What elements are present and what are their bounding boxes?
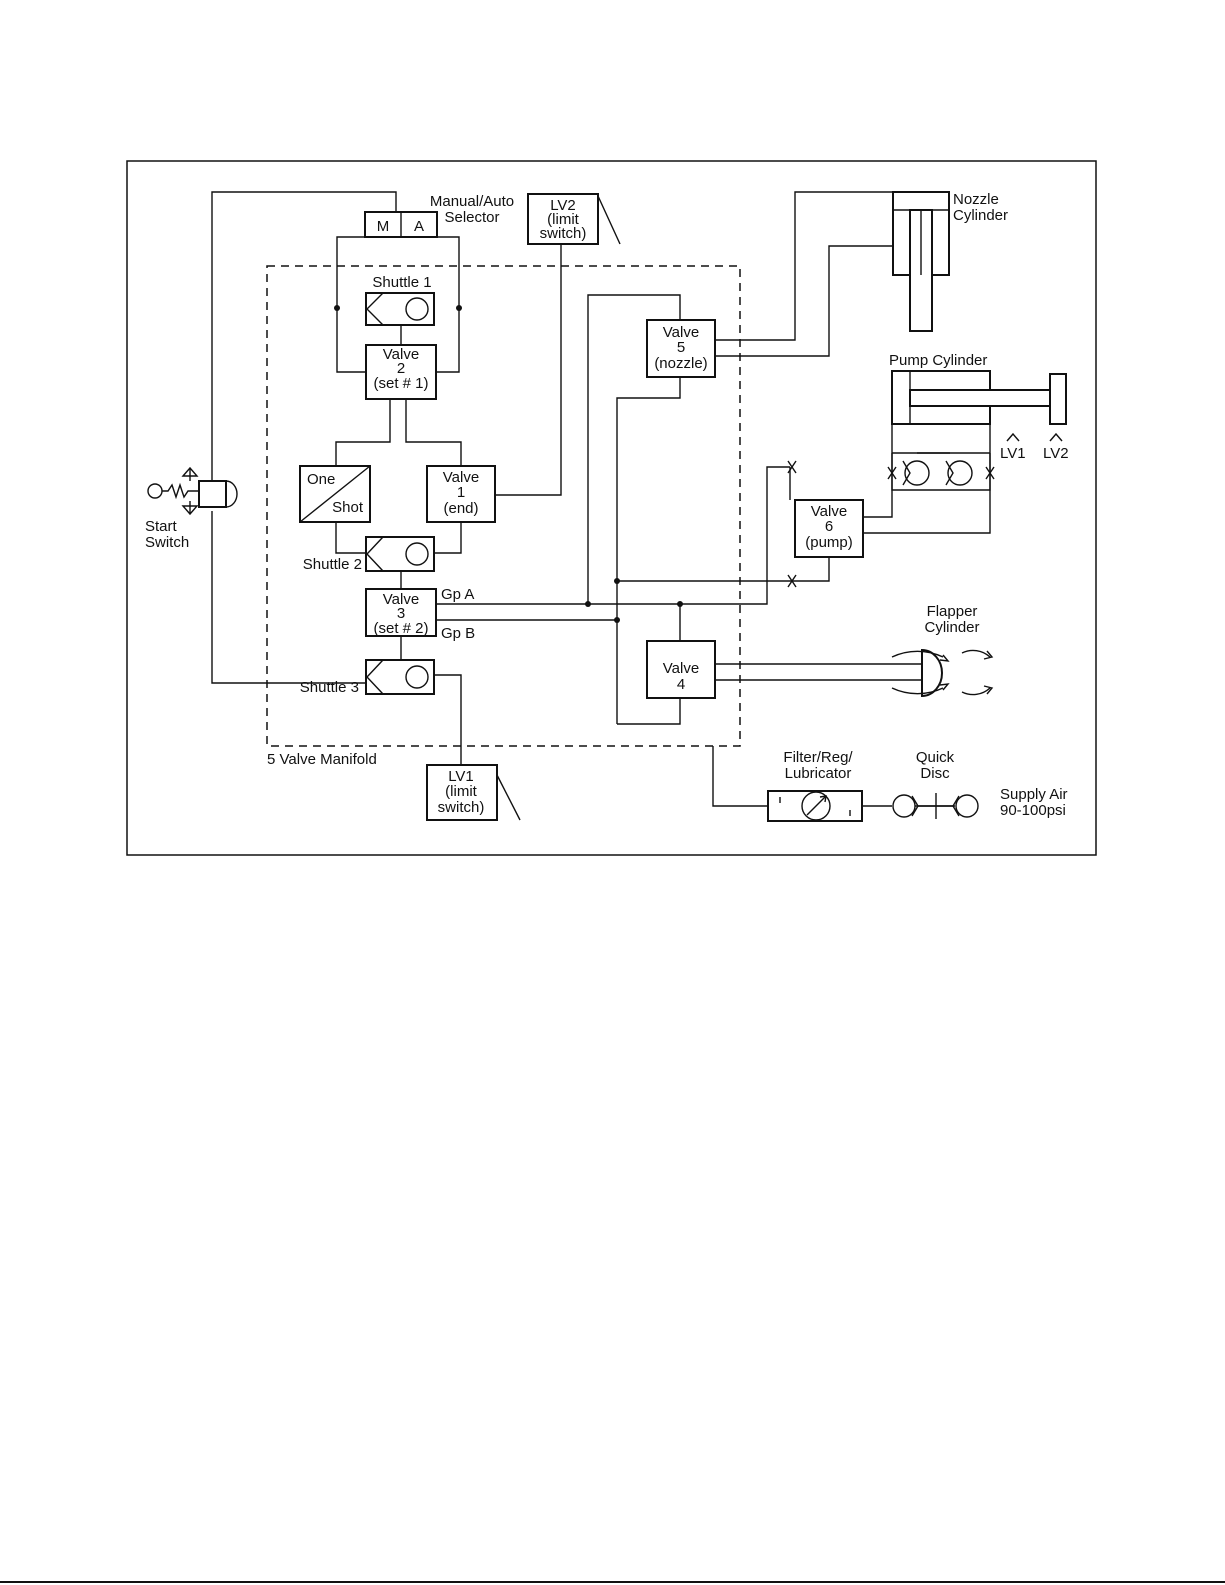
nozzle-cylinder (892, 191, 950, 332)
filter-label: Filter/Reg/ (783, 749, 853, 766)
nozzle-label: Nozzle (953, 191, 999, 208)
quick-label: Quick (916, 749, 955, 766)
lv2-label-switch: switch) (540, 225, 587, 242)
one-label: One (307, 471, 335, 488)
valve1-label: Valve (443, 469, 479, 486)
valve-3: Valve 3 (set # 2) (365, 588, 437, 637)
manual-auto-label: Manual/Auto (430, 193, 514, 210)
lubricator-label: Lubricator (785, 765, 852, 782)
pump-cylinder-label: Pump Cylinder (889, 352, 987, 369)
valve4-number: 4 (677, 676, 685, 693)
lv2-label-limit: (limit (547, 211, 579, 228)
valve5-label: Valve (663, 324, 699, 341)
one-shot-valve: One Shot (299, 465, 371, 523)
valve3-number: 3 (397, 605, 405, 622)
valve1-number: 1 (457, 484, 465, 501)
gp-b-label: Gp B (441, 625, 475, 642)
valve1-role: (end) (443, 500, 478, 517)
lv2-label: LV2 (550, 197, 576, 214)
valve6-number: 6 (825, 518, 833, 535)
flapper-label: Flapper (927, 603, 978, 620)
valve-5: Valve 5 (nozzle) (646, 319, 716, 378)
filter-regulator-lubricator (767, 790, 863, 822)
valve5-role: (nozzle) (654, 355, 707, 372)
manual-auto-selector: M A (364, 211, 438, 238)
shuttle2-valve (365, 536, 435, 572)
gp-a-label: Gp A (441, 586, 474, 603)
valve5-number: 5 (677, 339, 685, 356)
valve4-label: Valve (663, 660, 699, 677)
shuttle3-label: Shuttle 3 (300, 679, 359, 696)
shot-label: Shot (332, 499, 364, 516)
disc-label: Disc (920, 765, 950, 782)
supply-air-label: Supply Air (1000, 786, 1068, 803)
selector-m-label: M (377, 218, 390, 235)
pump-check-valves (887, 452, 995, 491)
lv1-indicator: LV1 (1000, 432, 1026, 462)
flow-restrictor-icons (787, 460, 797, 588)
valve2-role: (set # 1) (373, 375, 428, 392)
quick-disconnect (892, 793, 979, 819)
shuttle1-label: Shuttle 1 (372, 274, 431, 291)
diagram-frame (126, 160, 1097, 856)
selector-label: Selector (444, 209, 499, 226)
air-lines (211, 191, 991, 821)
valve6-label: Valve (811, 503, 847, 520)
start-switch (147, 466, 238, 516)
flapper-cylinder-label: Cylinder (924, 619, 979, 636)
lv1-limit-switch: LV1 (limit switch) (426, 764, 498, 821)
selector-a-label: A (414, 218, 424, 235)
lv1-mark-label: LV1 (1000, 445, 1026, 462)
shuttle1-valve (365, 292, 435, 326)
valve-2: Valve 2 (set # 1) (365, 344, 437, 400)
shuttle2-label: Shuttle 2 (303, 556, 362, 573)
shuttle3-valve (365, 659, 435, 695)
valve2-number: 2 (397, 360, 405, 377)
valve-4: Valve 4 (646, 640, 716, 699)
valve6-role: (pump) (805, 534, 853, 551)
supply-psi-label: 90-100psi (1000, 802, 1066, 819)
page-bottom-rule (0, 1581, 1225, 1583)
valve-1: Valve 1 (end) (426, 465, 496, 523)
lv2-limit-switch: LV2 (limit switch) (527, 193, 599, 245)
lv2-mark-label: LV2 (1043, 445, 1069, 462)
pump-cylinder (891, 370, 1067, 425)
flapper-cylinder (891, 648, 994, 698)
nozzle-cylinder-label: Cylinder (953, 207, 1008, 224)
valve-6: Valve 6 (pump) (794, 499, 864, 558)
lv1-label-switch: switch) (438, 799, 485, 816)
junction-dots (334, 305, 683, 623)
lv2-indicator: LV2 (1043, 432, 1069, 462)
valve3-label: Valve (383, 591, 419, 608)
valve2-label: Valve (383, 346, 419, 363)
start-label: Start (145, 518, 178, 535)
switch-label: Switch (145, 534, 189, 551)
lv1-label: LV1 (448, 768, 474, 785)
manifold-label: 5 Valve Manifold (267, 751, 377, 768)
valve3-role: (set # 2) (373, 620, 428, 637)
lv1-label-limit: (limit (445, 783, 477, 800)
valve-manifold-boundary (266, 265, 741, 747)
